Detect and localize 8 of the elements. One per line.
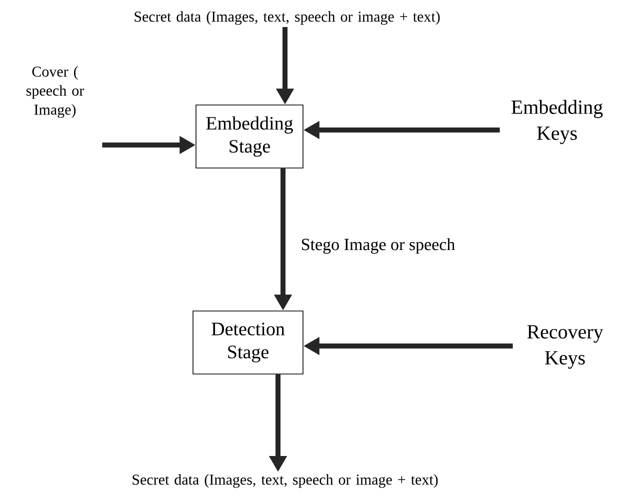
data-label: Cover ( speech or Image) (26, 66, 84, 118)
stage-box: Detection Stage (192, 310, 304, 374)
data-label: Secret data (Images, text, speech or image + text) (134, 11, 440, 25)
data-label: Secret data (Images, text, speech or image + text) (132, 474, 438, 488)
key-label: Embedding Keys (511, 100, 603, 144)
edge-label: Stego Image or speech (300, 237, 456, 255)
key-label: Recovery Keys (527, 325, 604, 369)
stage-box: Embedding Stage (196, 104, 304, 168)
